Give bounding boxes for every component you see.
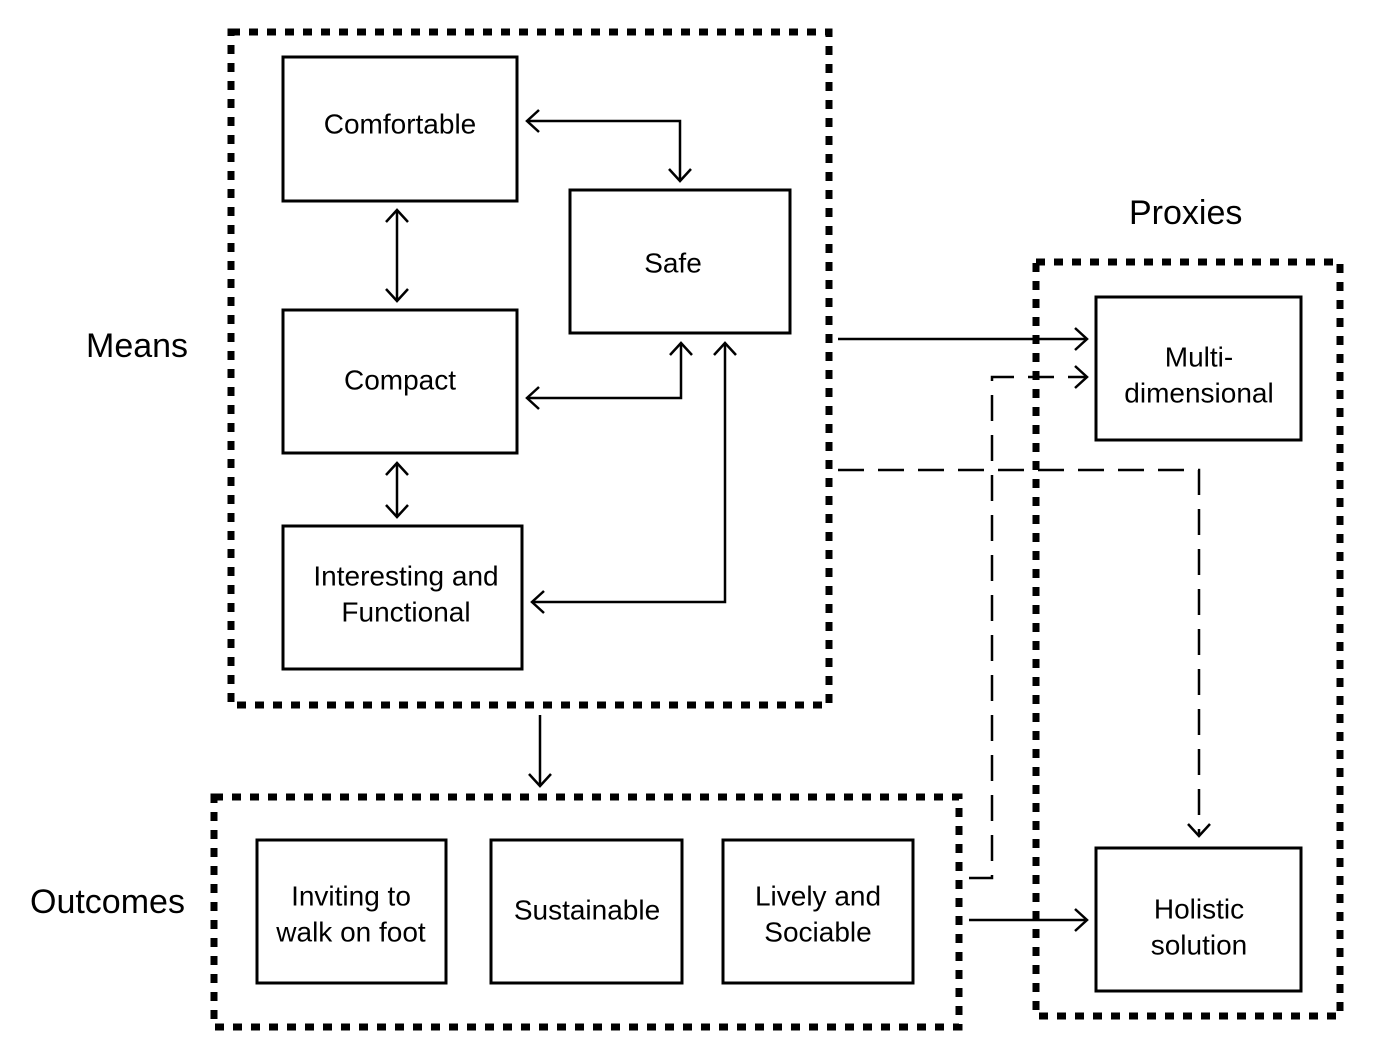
inviting-label-line2: walk on foot xyxy=(275,916,426,947)
multidimensional-label-line2: dimensional xyxy=(1124,377,1273,408)
arrow-comfortable-safe xyxy=(525,109,692,183)
lively-sociable-box: Lively and Sociable xyxy=(721,838,915,985)
multidimensional-box: Multi- dimensional xyxy=(1094,295,1303,442)
holistic-box: Holistic solution xyxy=(1094,846,1303,993)
proxies-group-frame xyxy=(1032,258,1344,1020)
arrow-comfortable-compact xyxy=(385,208,409,303)
arrow-means-holistic-dashed xyxy=(838,468,1211,838)
proxies-section-label: Proxies xyxy=(1129,194,1242,232)
means-group-frame xyxy=(227,28,833,709)
multidimensional-label-line1: Multi- xyxy=(1165,341,1233,372)
inviting-label-line1: Inviting to xyxy=(291,880,411,911)
comfortable-label: Comfortable xyxy=(324,108,477,139)
arrow-compact-interesting xyxy=(385,461,409,519)
comfortable-box: Comfortable xyxy=(281,55,519,203)
arrow-outcomes-holistic xyxy=(969,908,1089,932)
outcomes-section-label: Outcomes xyxy=(30,883,185,921)
arrow-outcomes-multidimensional-dashed xyxy=(969,365,1089,880)
sustainable-label: Sustainable xyxy=(514,894,660,925)
safe-box: Safe xyxy=(568,188,792,335)
compact-label: Compact xyxy=(344,364,456,395)
arrow-means-outcomes xyxy=(528,715,552,788)
holistic-label-line2: solution xyxy=(1151,929,1248,960)
interesting-label-line1: Interesting and xyxy=(313,560,498,591)
holistic-label-line1: Holistic xyxy=(1154,893,1244,924)
lively-label-line2: Sociable xyxy=(764,916,871,947)
arrow-interesting-safe xyxy=(530,341,737,614)
compact-box: Compact xyxy=(281,308,519,455)
arrow-means-multidimensional xyxy=(838,327,1089,351)
interesting-functional-box: Interesting and Functional xyxy=(281,524,524,671)
arrow-compact-safe xyxy=(525,341,693,410)
interesting-label-line2: Functional xyxy=(341,596,470,627)
sustainable-box: Sustainable xyxy=(489,838,684,985)
inviting-box: Inviting to walk on foot xyxy=(255,838,448,985)
means-section-label: Means xyxy=(86,327,188,365)
lively-label-line1: Lively and xyxy=(755,880,881,911)
safe-label: Safe xyxy=(644,247,702,278)
